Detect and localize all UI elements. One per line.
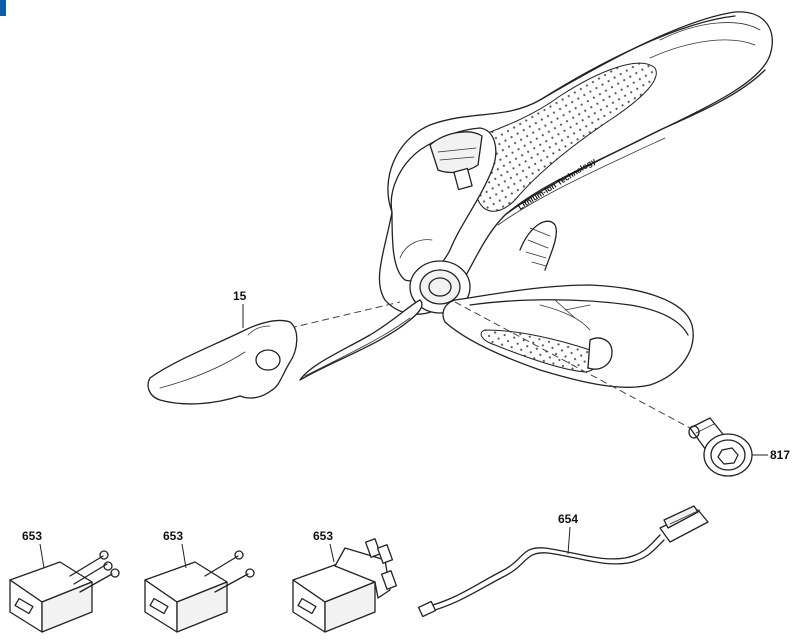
replacement-blade	[147, 319, 298, 405]
screw-alignment-line	[454, 301, 691, 429]
leader-654	[567, 526, 571, 555]
pivot-screw	[688, 417, 753, 477]
leader-653-c	[329, 543, 335, 563]
corner-marker	[0, 0, 6, 16]
leader-653-b	[181, 543, 187, 569]
charger-eu-2	[144, 550, 255, 633]
part-number-653-a: 653	[22, 529, 42, 543]
part-number-654: 654	[558, 512, 578, 526]
blade-alignment-line	[289, 301, 401, 329]
pruning-shear-body: Lithium-Ion Technology	[299, 11, 773, 388]
part-number-817: 817	[770, 448, 790, 462]
charger-uk	[292, 538, 398, 633]
part-number-653-b: 653	[163, 529, 183, 543]
usb-cable	[417, 505, 709, 618]
charger-eu-1	[9, 550, 120, 633]
part-number-15: 15	[233, 289, 247, 303]
part-number-653-c: 653	[313, 529, 333, 543]
leader-653-a	[39, 543, 45, 569]
